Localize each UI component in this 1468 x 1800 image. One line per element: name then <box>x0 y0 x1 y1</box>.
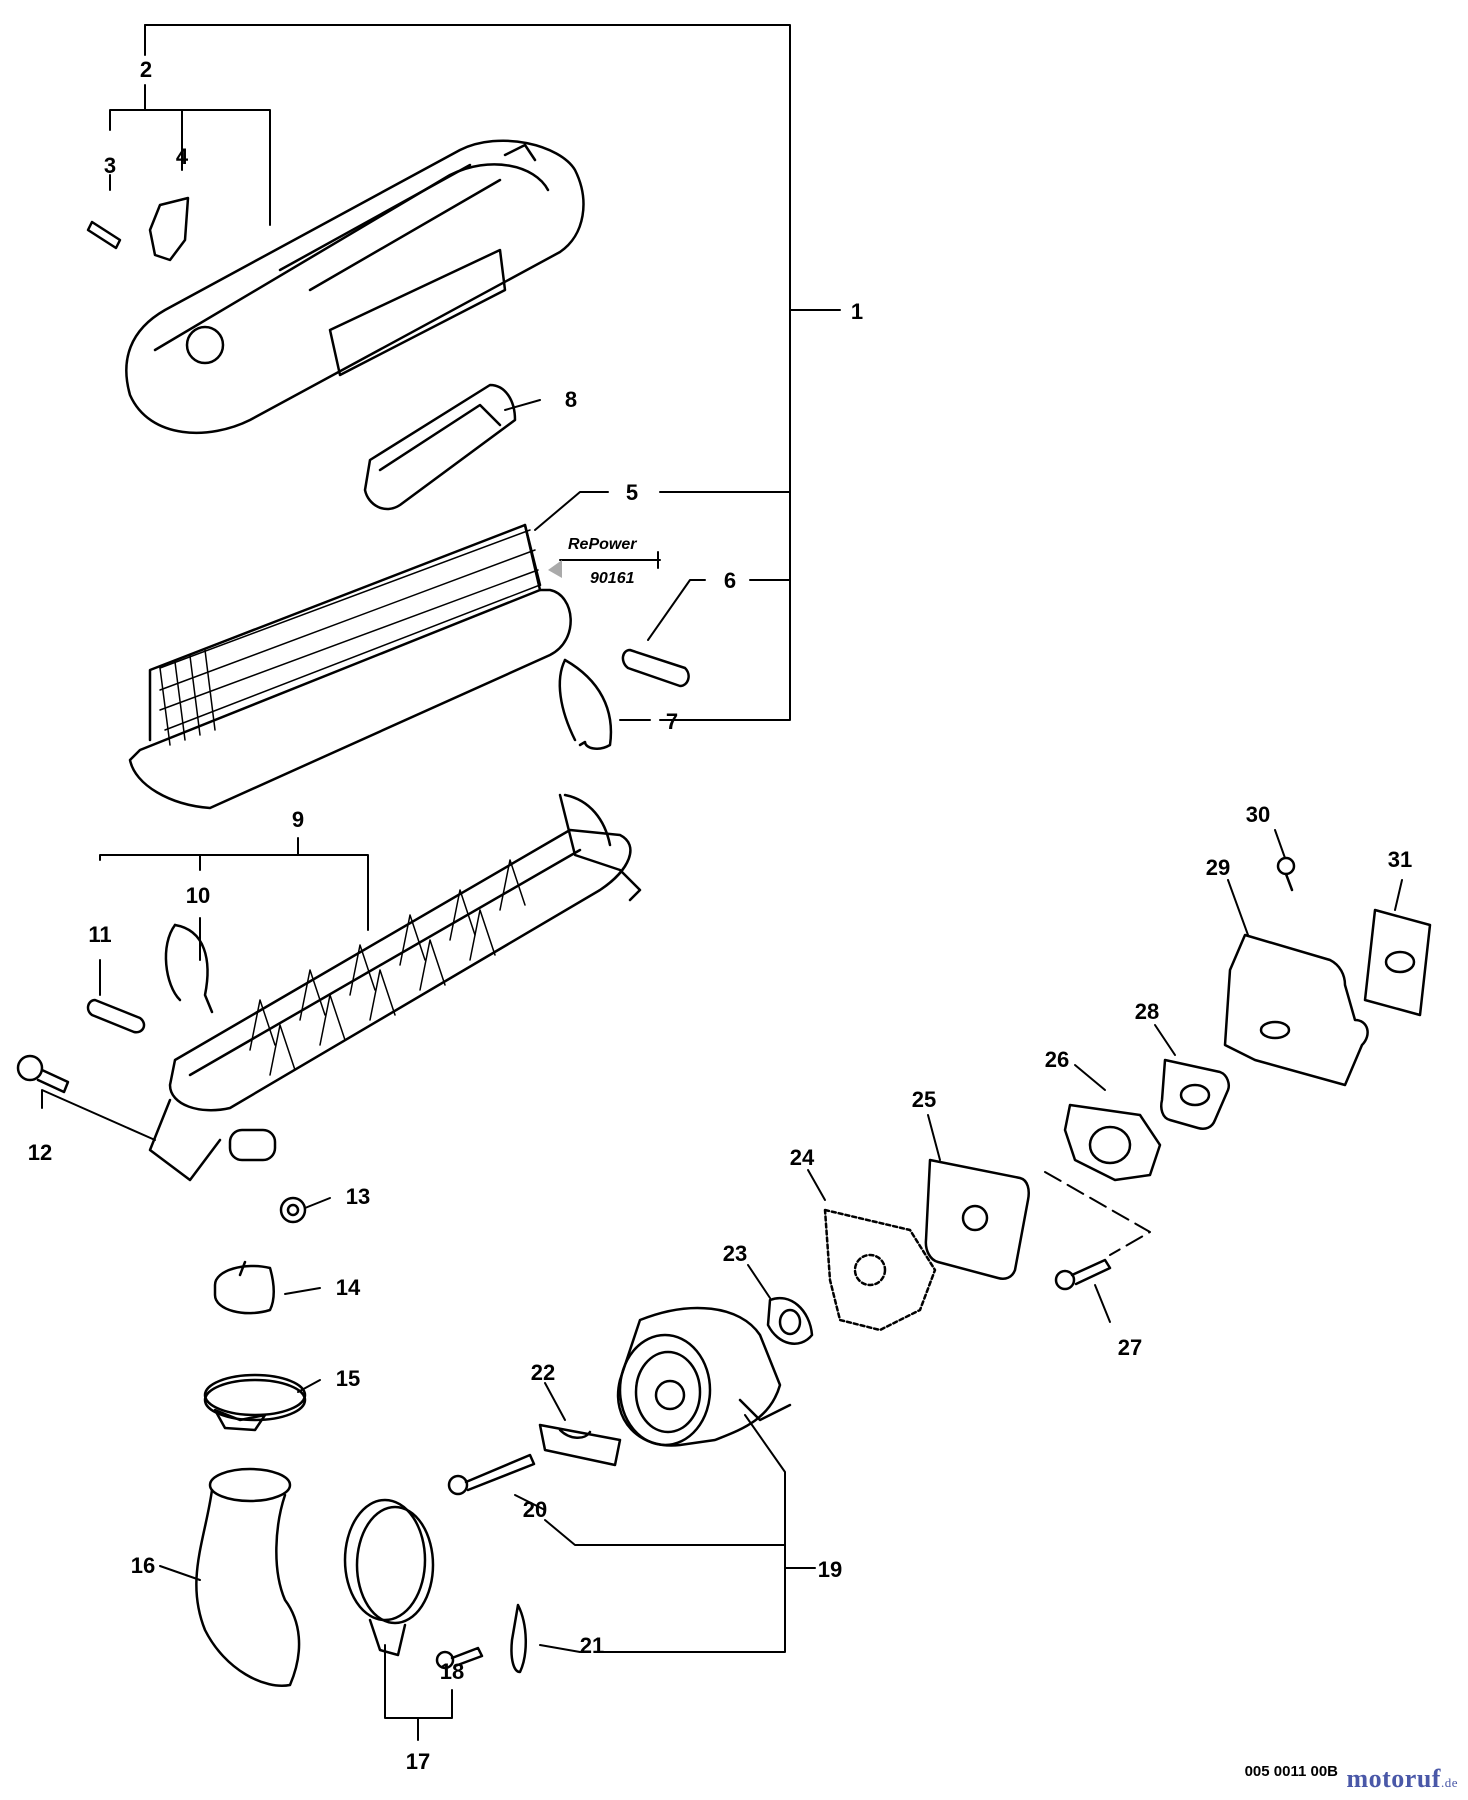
case-grommet-shape <box>86 998 146 1034</box>
part-label-19: 19 <box>817 1557 843 1582</box>
nut-13-shape <box>279 1196 307 1224</box>
part-label-5: 5 <box>625 480 639 505</box>
repower-part-number: 90161 <box>590 570 635 587</box>
gasket-31-shape <box>1363 908 1432 1017</box>
part-label-13: 13 <box>345 1184 371 1209</box>
part-label-29: 29 <box>1205 855 1231 880</box>
pin-shape <box>86 220 122 250</box>
part-label-4: 4 <box>175 144 189 169</box>
clip-shape <box>148 196 190 262</box>
part-label-11: 11 <box>88 922 112 947</box>
watermark-tld: .de <box>1440 1775 1458 1790</box>
gasket-28-shape <box>1160 1058 1230 1130</box>
air-cleaner-cover-shape <box>125 139 585 435</box>
watermark-name: motoruf <box>1346 1764 1441 1793</box>
bracket-22-shape <box>538 1423 622 1467</box>
part-label-14: 14 <box>335 1275 361 1300</box>
plate-25-shape <box>924 1158 1030 1280</box>
part-label-16: 16 <box>130 1553 156 1578</box>
part-label-28: 28 <box>1134 999 1160 1024</box>
part-label-17: 17 <box>405 1749 431 1774</box>
air-cleaner-case-shape <box>148 793 642 1182</box>
elbow-16-shape <box>195 1467 301 1687</box>
clamp-17-shape <box>343 1498 435 1657</box>
part-label-8: 8 <box>564 387 578 412</box>
part-label-23: 23 <box>722 1241 748 1266</box>
screw-18-shape <box>435 1646 484 1670</box>
screw-30-shape <box>1276 856 1296 892</box>
watermark-logo: motoruf.de <box>1346 1764 1458 1794</box>
bolt-12-shape <box>16 1054 70 1094</box>
part-label-15: 15 <box>335 1366 361 1391</box>
part-label-3: 3 <box>103 153 117 178</box>
part-label-9: 9 <box>291 807 305 832</box>
part-label-2: 2 <box>139 57 153 82</box>
part-label-6: 6 <box>723 568 737 593</box>
part-label-26: 26 <box>1044 1047 1070 1072</box>
gasket-21-shape <box>510 1603 528 1674</box>
bolt-27-shape <box>1054 1258 1112 1291</box>
carburetor-shape <box>616 1306 792 1447</box>
part-label-30: 30 <box>1245 802 1271 827</box>
part-label-31: 31 <box>1387 847 1413 872</box>
part-label-1: 1 <box>850 299 864 324</box>
part-label-24: 24 <box>789 1145 815 1170</box>
repower-callout-arrow <box>548 551 661 578</box>
leader-lines <box>41 24 1403 1741</box>
part-label-22: 22 <box>530 1360 556 1385</box>
part-label-18: 18 <box>439 1659 465 1684</box>
grommet-shape <box>621 648 690 688</box>
part-label-21: 21 <box>579 1633 605 1658</box>
insulator-24-shape <box>823 1208 937 1332</box>
part-label-12: 12 <box>27 1140 53 1165</box>
part-label-10: 10 <box>185 883 211 908</box>
spring-clip-shape <box>558 658 613 750</box>
foam-shape <box>363 383 517 511</box>
case-clip-shape <box>164 923 214 1014</box>
manifold-26-shape <box>1063 1103 1162 1182</box>
part-label-25: 25 <box>911 1087 937 1112</box>
repower-brand-label: RePower <box>568 536 637 553</box>
part-label-27: 27 <box>1117 1335 1143 1360</box>
part-label-20: 20 <box>522 1497 548 1522</box>
document-code: 005 0011 00B <box>1244 1763 1338 1780</box>
part-label-7: 7 <box>665 709 679 734</box>
filter-element-shape <box>128 523 572 810</box>
heat-shield-29-shape <box>1223 933 1369 1087</box>
clamp-15-shape <box>203 1373 307 1432</box>
bushing-14-shape <box>213 1260 275 1315</box>
bolt-20-shape <box>447 1453 536 1496</box>
gasket-23-shape <box>766 1297 814 1345</box>
